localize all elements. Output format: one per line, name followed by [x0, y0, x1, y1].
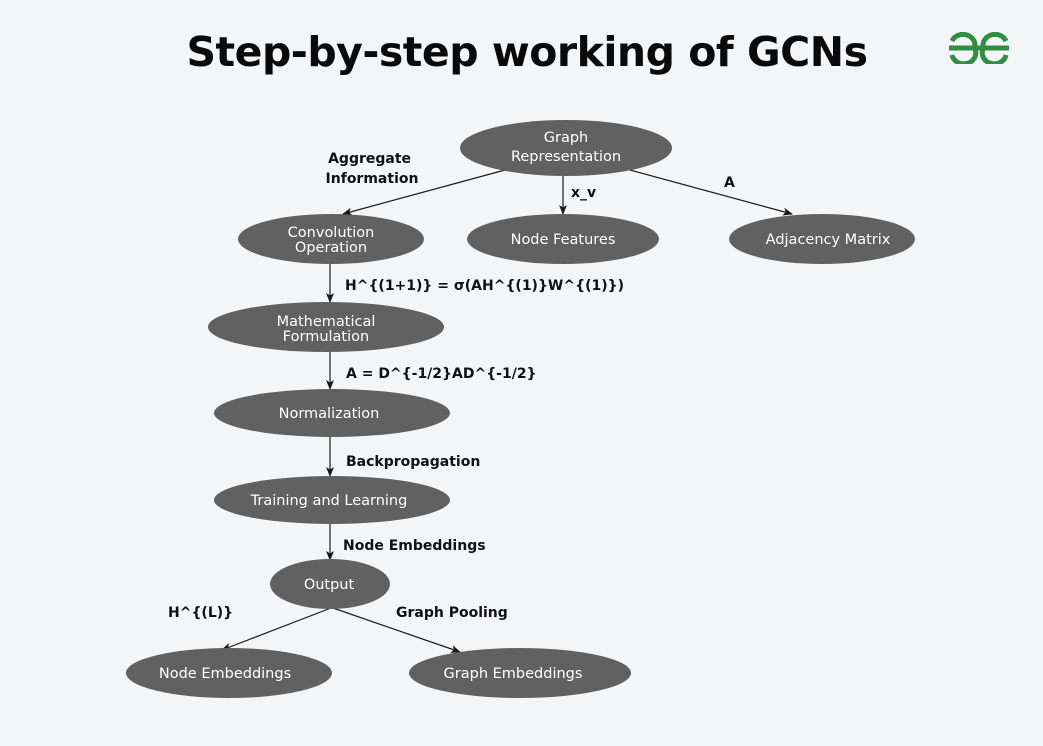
- edge-label-node-embeddings: Node Embeddings: [343, 538, 486, 554]
- svg-text:Node Embeddings: Node Embeddings: [159, 666, 291, 682]
- node-node-features: Node Features: [467, 214, 659, 264]
- edge-output-to-node-embeddings: [221, 607, 332, 651]
- geeksforgeeks-logo-icon: [949, 32, 1009, 64]
- svg-text:Adjacency Matrix: Adjacency Matrix: [766, 232, 891, 248]
- node-node-embeddings: Node Embeddings: [126, 648, 332, 698]
- edge-label-propagation-rule: H^{(1+1)} = σ(AH^{(1)}W^{(1)}): [345, 278, 624, 294]
- edge-label-x-v: x_v: [571, 185, 596, 201]
- svg-text:Node Features: Node Features: [511, 232, 616, 248]
- node-adjacency-matrix: Adjacency Matrix: [729, 214, 915, 264]
- edge-label-backpropagation: Backpropagation: [346, 454, 480, 470]
- svg-text:Training and Learning: Training and Learning: [250, 493, 408, 509]
- node-training-and-learning: Training and Learning: [214, 476, 450, 524]
- node-output: Output: [270, 559, 390, 609]
- node-normalization: Normalization: [214, 389, 450, 437]
- svg-text:Normalization: Normalization: [279, 406, 380, 422]
- svg-text:Output: Output: [304, 577, 355, 593]
- edge-graph-to-convolution: [342, 169, 506, 216]
- svg-text:Graph Embeddings: Graph Embeddings: [444, 666, 583, 682]
- edge-graph-to-adjacency: [629, 169, 793, 216]
- edge-label-h-l: H^{(L)}: [168, 605, 233, 621]
- edge-label-a: A: [724, 175, 735, 191]
- node-graph-embeddings: Graph Embeddings: [409, 648, 631, 698]
- edge-output-to-graph-embeddings: [332, 607, 461, 653]
- edge-label-normalized-adjacency: A = D^{-1/2}AD^{-1/2}: [346, 366, 537, 382]
- diagram-title: Step-by-step working of GCNs: [186, 28, 868, 76]
- edge-label-graph-pooling: Graph Pooling: [396, 605, 508, 621]
- edge-label-aggregate-information: Aggregate Information: [326, 151, 419, 187]
